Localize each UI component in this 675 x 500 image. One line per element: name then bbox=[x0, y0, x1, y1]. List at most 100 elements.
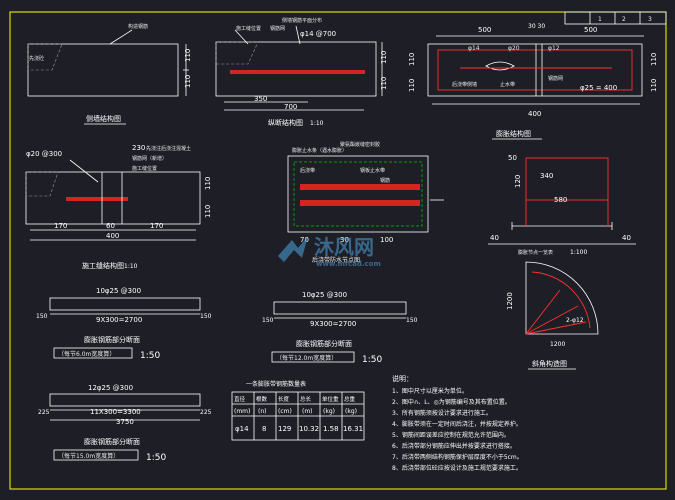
view-joint-detail: 500 500 30 30 φ14 φ20 φ12 后浇带侧墙 止水带 钢筋网 … bbox=[408, 23, 658, 118]
v1-dim-h2: 110 bbox=[184, 75, 192, 88]
th-0: 直径 bbox=[234, 395, 246, 403]
v8-r2-l: 150 bbox=[262, 317, 274, 324]
v6-dim-40b: 40 bbox=[622, 234, 631, 242]
note-7: 7、后浇带两侧结构钢筋保护层厚度不小于5cm。 bbox=[392, 453, 523, 461]
tu-2: (cm) bbox=[278, 408, 292, 415]
v8-r2-sub: （每节12.0m宽度算） bbox=[276, 354, 337, 362]
note-4: 4、膨胀带须在一定时间后浇注，并按规定养护。 bbox=[392, 420, 522, 428]
v2-callout-top: 侧墙钢筋平面分布 bbox=[282, 17, 322, 24]
tu-0: (mm) bbox=[234, 408, 250, 415]
v5-title: 后浇带防水节点图 bbox=[312, 256, 360, 264]
v6-title: 膨胀结构图 bbox=[496, 129, 531, 138]
v7-r1: 10φ25 @300 bbox=[96, 287, 141, 295]
v4-title: 施工缝结构图 bbox=[82, 261, 124, 270]
v1-callout: 构造钢筋 bbox=[128, 23, 148, 30]
watermark-logo-icon bbox=[278, 236, 308, 262]
v9-r3-dim: 11X300=3300 bbox=[90, 408, 141, 416]
table-title: 一条膨胀带钢筋数量表 bbox=[246, 380, 306, 388]
v2-dim-700: 700 bbox=[284, 103, 297, 111]
td-0: φ14 bbox=[235, 425, 249, 433]
v3-callout-stop: 止水带 bbox=[500, 81, 515, 88]
td-3: 10.32 bbox=[299, 425, 319, 433]
v6-scale: 1:100 bbox=[570, 249, 587, 256]
v1-title: 侧墙结构图 bbox=[86, 114, 121, 123]
v4-note-2: 钢筋网（新增） bbox=[132, 155, 167, 162]
v8-r2: 10φ25 @300 bbox=[302, 291, 347, 299]
td-2: 129 bbox=[278, 425, 291, 433]
v7-r1-r: 150 bbox=[200, 313, 212, 320]
v7-r1-scale: 1:50 bbox=[140, 351, 160, 361]
v8-r2-dim: 9X300=2700 bbox=[310, 320, 356, 328]
v4-dim-110b: 110 bbox=[204, 205, 212, 218]
td-4: 1.58 bbox=[323, 425, 339, 433]
v9-r3-sub: （每节15.0m宽度算） bbox=[58, 452, 119, 460]
v1-note: 先浇砼 bbox=[29, 55, 44, 62]
view-longitudinal: 施工缝位置 侧墙钢筋平面分布 钢筋网 φ14 @700 350 700 110 … bbox=[215, 17, 388, 127]
v2-rebar-bar bbox=[230, 70, 365, 74]
v6-dim-120: 120 bbox=[514, 175, 522, 188]
watermark: 沐风网 www.mfcad.com bbox=[278, 235, 381, 268]
v4-scale: 1:10 bbox=[124, 263, 138, 270]
view-rebar-section-6m: 10φ25 @300 150 150 9X300=2700 膨胀钢筋部分断面 （… bbox=[36, 287, 212, 361]
td-1: 8 bbox=[262, 425, 266, 433]
v2-dim-h2: 110 bbox=[380, 77, 388, 90]
watermark-brand: 沐风网 bbox=[314, 235, 374, 259]
v3-callout-12: φ12 bbox=[548, 45, 560, 52]
v7-r1-dim: 9X300=2700 bbox=[96, 316, 142, 324]
sheet-frame bbox=[9, 11, 667, 490]
v4-dim-60: 60 bbox=[106, 222, 115, 230]
v8-r2-title: 膨胀钢筋部分断面 bbox=[296, 339, 352, 348]
v2-title: 纵断结构图 bbox=[268, 118, 303, 127]
v5-rebar-bar-2 bbox=[300, 200, 420, 206]
notes-block: 说明： 1、图中尺寸以厘米为单位。 2、图中∩、L、◎为钢筋编号及其布置位置。 … bbox=[392, 374, 523, 472]
note-5: 5、钢筋间距误差应控制在规范允许范围内。 bbox=[392, 431, 510, 439]
tu-3: (m) bbox=[302, 408, 313, 415]
v3-dim-400: 400 bbox=[528, 110, 541, 118]
v6-dim-340: 340 bbox=[540, 172, 553, 180]
v3-callout-br: 钢筋网 bbox=[548, 75, 563, 82]
v3-dim-110b: 110 bbox=[408, 79, 416, 92]
th-1: 根数 bbox=[256, 395, 268, 403]
view-rebar-section-15m: 12φ25 @300 225 225 11X300=3300 3750 膨胀钢筋… bbox=[38, 384, 212, 463]
v5-dim-70: 70 bbox=[300, 236, 309, 244]
v2-dim-350: 350 bbox=[254, 95, 267, 103]
v5-note2: 聚氨酯嵌缝密封胶 bbox=[340, 141, 380, 148]
v7-r1-sub: （每节6.0m宽度算） bbox=[58, 350, 115, 358]
view-side-wall: 先浇砼 构造钢筋 110 110 侧墙结构图 bbox=[27, 23, 192, 125]
v3-dim-110d: 110 bbox=[650, 79, 658, 92]
v2-rebar: φ14 @700 bbox=[300, 30, 336, 38]
v10-dim-r: 1200 bbox=[550, 341, 565, 348]
v5-note1: 膨胀止水条（遇水膨胀） bbox=[292, 147, 347, 154]
v4-dim-170: 170 bbox=[54, 222, 67, 230]
th-5: 总重 bbox=[344, 395, 356, 403]
v5-rebar-bar bbox=[300, 184, 420, 190]
v9-r3-r: 225 bbox=[200, 409, 212, 416]
v4-note-3: 施工缝位置 bbox=[132, 165, 157, 172]
tu-5: (kg) bbox=[345, 408, 357, 415]
v6-dim-580: 580 bbox=[554, 196, 567, 204]
v3-callout-bot: 后浇带侧墙 bbox=[452, 81, 477, 88]
view-corner: 1200 2-φ12 1200 斜角构造图 bbox=[506, 261, 599, 370]
v3-callout-20: φ20 bbox=[508, 45, 520, 52]
v4-dim-110a: 110 bbox=[204, 177, 212, 190]
v3-dim-500b: 500 bbox=[584, 26, 597, 34]
v3-dim-110c: 110 bbox=[650, 53, 658, 66]
v4-dim-170b: 170 bbox=[150, 222, 163, 230]
title-col-2: 2 bbox=[622, 16, 626, 23]
v5-dim-100: 100 bbox=[380, 236, 393, 244]
v3-dim-3030: 30 30 bbox=[528, 23, 545, 30]
v4-rebar: φ20 @300 bbox=[26, 150, 62, 158]
v9-r3-scale: 1:50 bbox=[146, 453, 166, 463]
tu-1: (n) bbox=[258, 408, 266, 415]
v4-dim-230: 230 bbox=[132, 144, 145, 152]
note-6: 6、后浇带部分钢筋应伸出并按要求进行搭接。 bbox=[392, 442, 516, 450]
tu-4: (kg) bbox=[323, 408, 335, 415]
v2-scale: 1:10 bbox=[310, 120, 324, 127]
watermark-url: www.mfcad.com bbox=[316, 260, 381, 268]
v8-r2-r: 150 bbox=[406, 317, 418, 324]
v6-label: 膨胀节点一览表 bbox=[518, 249, 553, 256]
v3-dim-110a: 110 bbox=[408, 53, 416, 66]
v5-note5: 钢筋 bbox=[380, 177, 390, 184]
note-8: 8、后浇带部位砼应按设计及施工规范要求施工。 bbox=[392, 464, 522, 472]
rebar-table: 一条膨胀带钢筋数量表 直径 根数 长度 总长 单位重 总重 (mm) (n) (… bbox=[231, 380, 365, 441]
